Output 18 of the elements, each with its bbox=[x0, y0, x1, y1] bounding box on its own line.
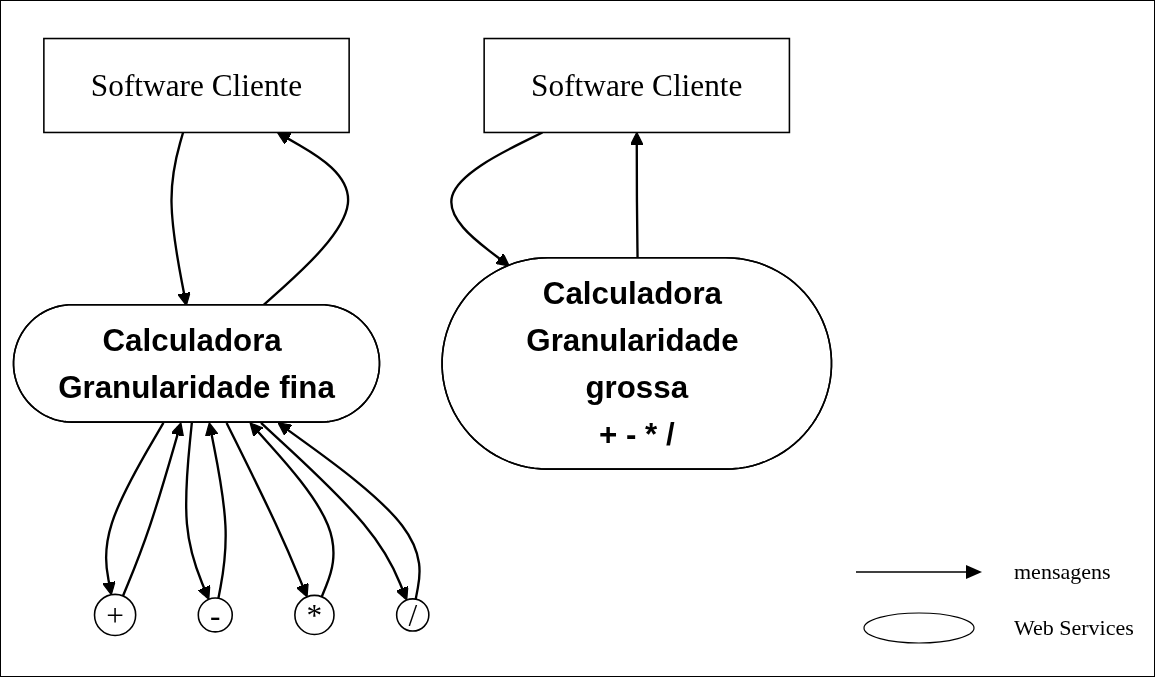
arrow bbox=[121, 422, 185, 597]
legend-text: mensagens bbox=[1014, 559, 1111, 585]
node-box: Software Cliente bbox=[43, 37, 350, 134]
arrow bbox=[184, 422, 211, 600]
legend-text: Web Services bbox=[1014, 615, 1134, 641]
arrow bbox=[102, 422, 165, 596]
node-circle: - bbox=[197, 597, 234, 633]
node-circle: / bbox=[395, 598, 430, 632]
node-circle: * bbox=[294, 594, 335, 636]
arrow bbox=[277, 422, 421, 600]
arrow bbox=[629, 131, 644, 259]
node-box: Software Cliente bbox=[483, 37, 791, 134]
node-circle: + bbox=[93, 593, 137, 637]
arrow bbox=[249, 422, 335, 598]
arrow bbox=[260, 422, 409, 601]
arrow bbox=[450, 131, 543, 267]
arrow bbox=[225, 422, 309, 598]
arrow bbox=[204, 422, 227, 599]
